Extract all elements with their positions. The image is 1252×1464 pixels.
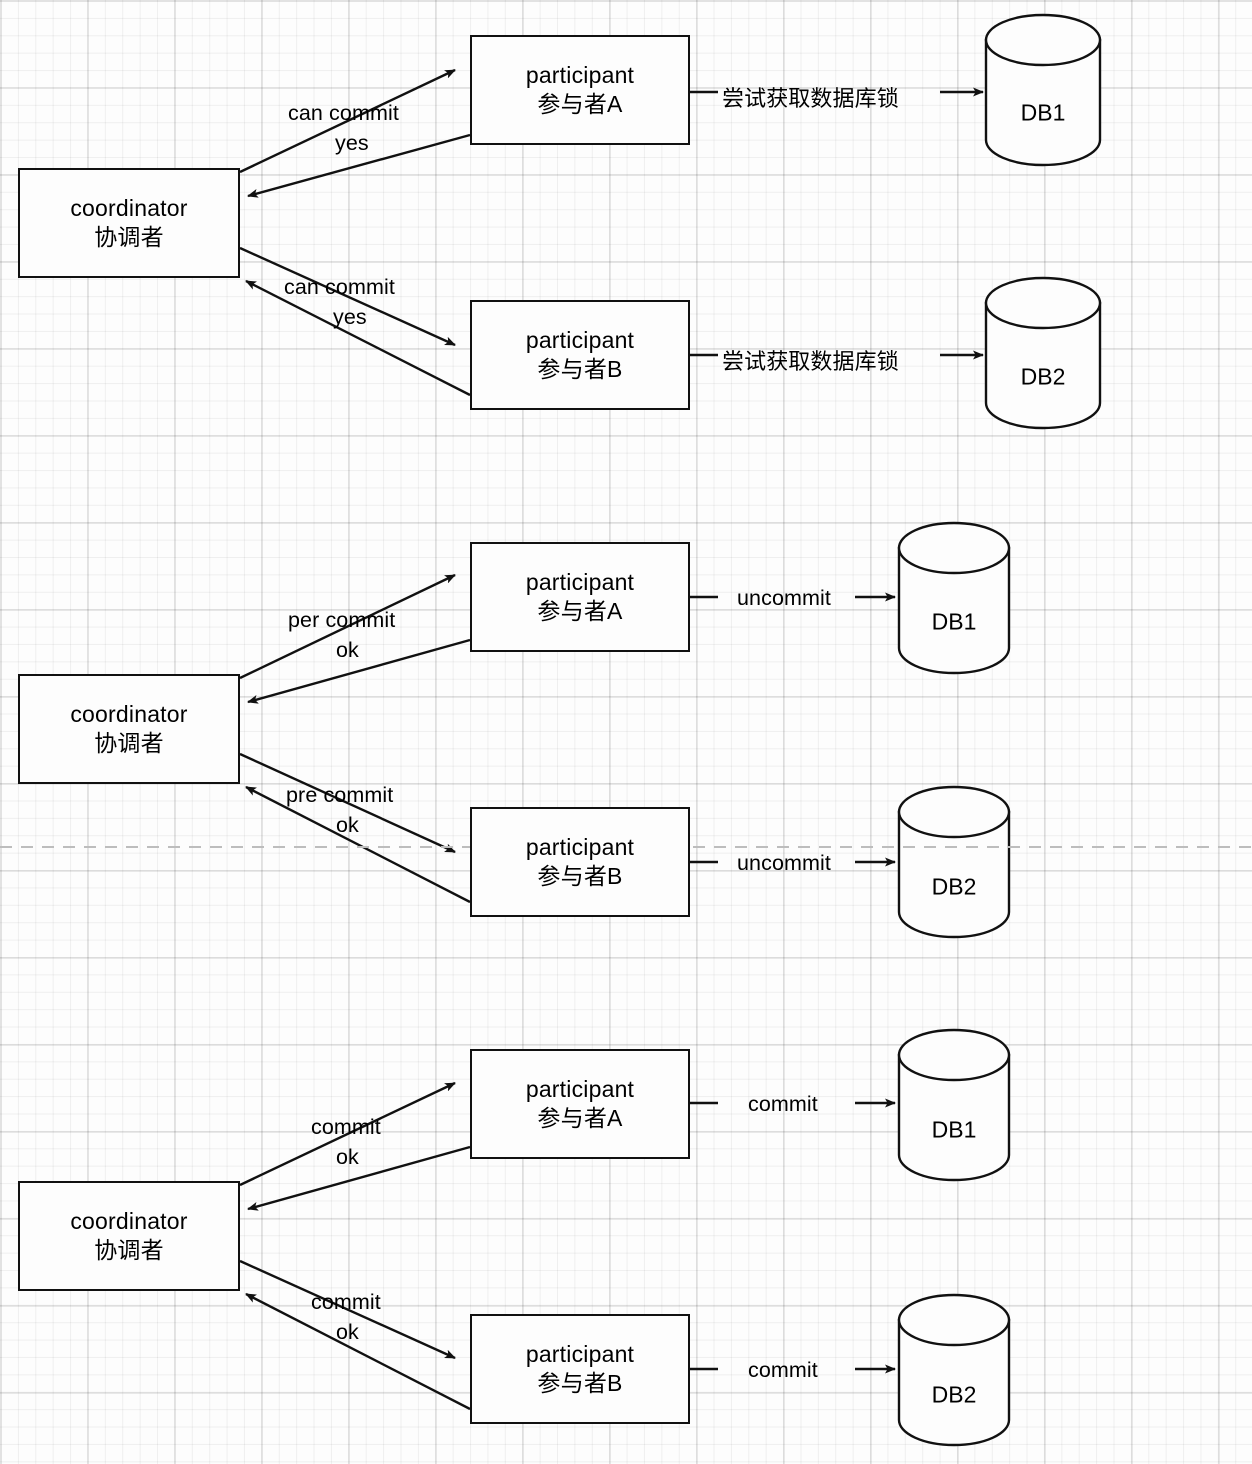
- participant-label-zh: 参与者B: [537, 1370, 623, 1396]
- arrow-participant-b-to-coordinator-p1: [245, 279, 471, 397]
- coordinator-label-en: coordinator: [70, 1207, 188, 1234]
- arrow-coordinator-to-participant-a-p1: [239, 68, 456, 174]
- participant-label-en: participant: [525, 833, 635, 860]
- node-participant-a-phase-2[interactable]: participant 参与者A: [470, 542, 690, 652]
- db-label-db2-phase-3: DB2: [931, 1381, 977, 1408]
- edge-label-commit-db1-p3: commit: [748, 1092, 818, 1116]
- participant-label-zh: 参与者B: [537, 863, 623, 889]
- participant-label-en: participant: [525, 1075, 635, 1102]
- arrow-participant-b-to-coordinator-p2: [245, 785, 471, 904]
- edge-label-yes-b-p1: yes: [333, 305, 367, 329]
- arrow-coordinator-to-participant-b-p3: [239, 1259, 456, 1360]
- node-participant-a-phase-1[interactable]: participant 参与者A: [470, 35, 690, 145]
- edge-label-ok-b-p2: ok: [336, 813, 359, 837]
- edge-label-uncommit-b-p2: uncommit: [737, 851, 831, 875]
- coordinator-label-zh: 协调者: [94, 224, 164, 250]
- arrow-coordinator-to-participant-a-p3: [239, 1081, 456, 1187]
- node-participant-b-phase-1[interactable]: participant 参与者B: [470, 300, 690, 410]
- edge-label-can-commit-b-p1: can commit: [284, 275, 395, 299]
- edge-label-yes-a-p1: yes: [335, 131, 369, 155]
- edge-label-db-lock-a-p1: 尝试获取数据库锁: [722, 86, 899, 111]
- participant-label-en: participant: [525, 568, 635, 595]
- participant-label-zh: 参与者A: [537, 91, 623, 117]
- participant-label-zh: 参与者A: [537, 598, 623, 624]
- node-coordinator-phase-3[interactable]: coordinator 协调者: [18, 1181, 240, 1291]
- db-cylinder-db1-p1: [984, 13, 1102, 167]
- db-label-db1-phase-3: DB1: [931, 1116, 977, 1143]
- db-label-db1-phase-1: DB1: [1020, 99, 1066, 126]
- db-cylinder-db1-p3: [897, 1028, 1011, 1182]
- arrow-participant-a-to-coordinator-p3: [247, 1145, 471, 1211]
- db-cylinder-db2-p3: [897, 1293, 1011, 1447]
- arrow-participant-b-to-coordinator-p3: [245, 1292, 471, 1411]
- db-cylinder-db2-p1: [984, 276, 1102, 430]
- edge-label-pre-commit-b-p2: pre commit: [286, 783, 394, 807]
- node-coordinator-phase-2[interactable]: coordinator 协调者: [18, 674, 240, 784]
- edge-label-can-commit-a-p1: can commit: [288, 101, 399, 125]
- participant-label-zh: 参与者A: [537, 1105, 623, 1131]
- arrow-coordinator-to-participant-b-p2: [239, 752, 456, 854]
- coordinator-label-zh: 协调者: [94, 730, 164, 756]
- participant-label-zh: 参与者B: [537, 356, 623, 382]
- db-label-db2-phase-2: DB2: [931, 873, 977, 900]
- node-participant-b-phase-3[interactable]: participant 参与者B: [470, 1314, 690, 1424]
- participant-label-en: participant: [525, 1340, 635, 1367]
- coordinator-label-en: coordinator: [70, 194, 188, 221]
- edge-label-commit-b-p3: commit: [311, 1290, 381, 1314]
- participant-label-en: participant: [525, 326, 635, 353]
- arrow-participant-a-to-coordinator-p1: [247, 133, 471, 198]
- edge-label-commit-db2-p3: commit: [748, 1358, 818, 1382]
- edge-label-ok-b-p3: ok: [336, 1320, 359, 1344]
- arrow-participant-a-to-coordinator-p2: [247, 638, 471, 704]
- arrow-coordinator-to-participant-a-p2: [239, 573, 456, 680]
- coordinator-label-en: coordinator: [70, 700, 188, 727]
- db-label-db1-phase-2: DB1: [931, 608, 977, 635]
- node-coordinator-phase-1[interactable]: coordinator 协调者: [18, 168, 240, 278]
- db-cylinder-db1-p2: [897, 521, 1011, 675]
- db-label-db2-phase-1: DB2: [1020, 363, 1066, 390]
- edge-label-ok-a-p2: ok: [336, 638, 359, 662]
- edge-label-ok-a-p3: ok: [336, 1145, 359, 1169]
- db-cylinder-db2-p2: [897, 785, 1011, 939]
- edge-label-db-lock-b-p1: 尝试获取数据库锁: [722, 349, 899, 374]
- edge-label-per-commit-a-p2: per commit: [288, 608, 396, 632]
- node-participant-b-phase-2[interactable]: participant 参与者B: [470, 807, 690, 917]
- edge-label-uncommit-a-p2: uncommit: [737, 586, 831, 610]
- coordinator-label-zh: 协调者: [94, 1237, 164, 1263]
- node-participant-a-phase-3[interactable]: participant 参与者A: [470, 1049, 690, 1159]
- edge-label-commit-a-p3: commit: [311, 1115, 381, 1139]
- participant-label-en: participant: [525, 61, 635, 88]
- arrow-coordinator-to-participant-b-p1: [239, 246, 456, 347]
